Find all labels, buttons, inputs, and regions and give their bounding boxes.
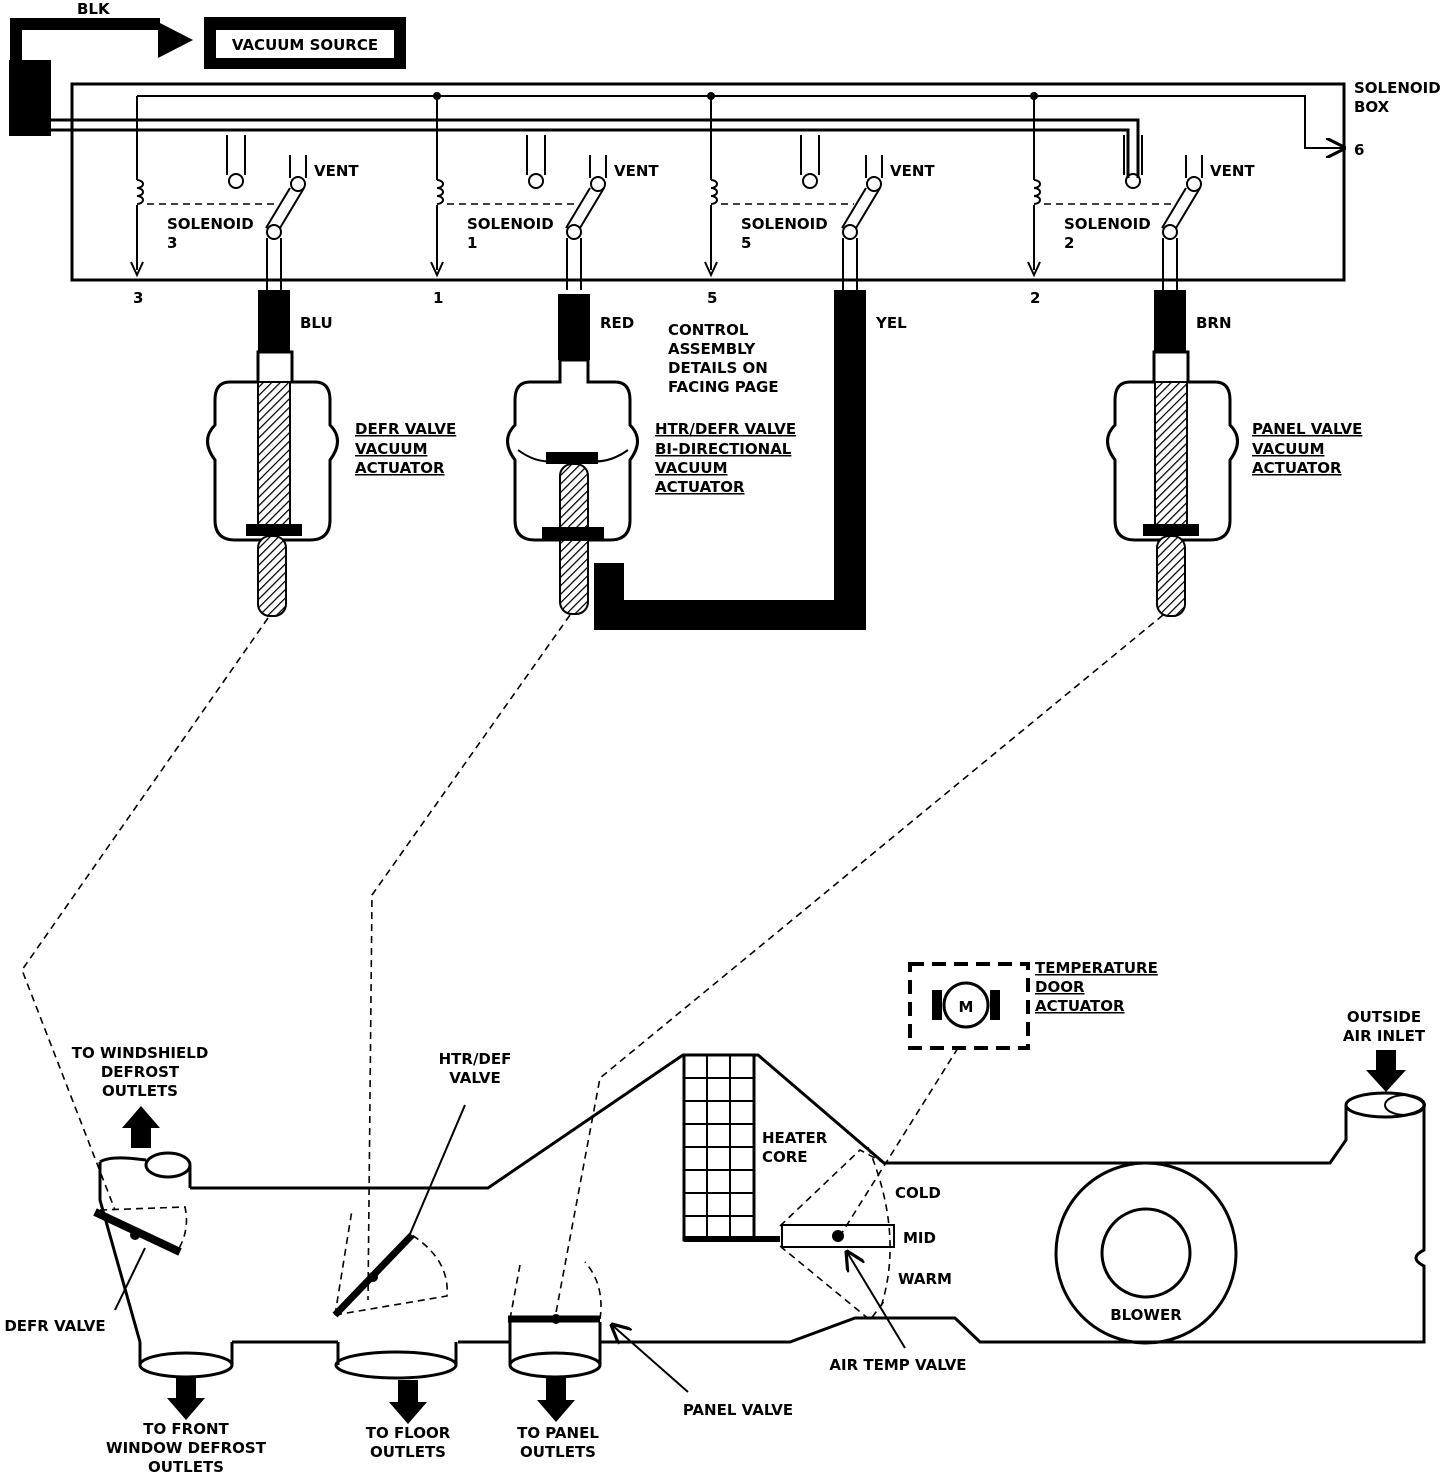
hose-color-label: BLU [300, 314, 333, 332]
floor-outlets-label: OUTLETS [370, 1443, 446, 1461]
htr-def-valve-label: HTR/DEF [439, 1050, 512, 1068]
up-arrow-icon [122, 1106, 160, 1148]
solenoid-number: 1 [467, 234, 477, 252]
blk-hose-drop [9, 60, 51, 136]
vent-label: VENT [1210, 162, 1255, 180]
htr-defr-valve-actuator: HTR/DEFR VALVE BI-DIRECTIONAL VACUUM ACT… [506, 294, 796, 615]
temperature-door-actuator: M TEMPERATURE DOOR ACTUATOR [908, 959, 1158, 1050]
motor-icon: M [959, 998, 974, 1016]
defr-valve-label: DEFR VALVE [4, 1317, 105, 1335]
defr-valve-door [93, 1206, 188, 1256]
panel-actuator-label: PANEL VALVE [1252, 420, 1362, 438]
defr-actuator-label: VACUUM [355, 440, 428, 458]
panel-valve-door [508, 1261, 602, 1324]
down-arrow-icon [537, 1378, 575, 1422]
htr-actuator-label: BI-DIRECTIONAL [655, 440, 792, 458]
panel-outlets-label: TO PANEL [517, 1424, 599, 1442]
hvac-duct [98, 1053, 1426, 1380]
control-note-line: FACING PAGE [668, 378, 779, 396]
pointer-lines [114, 1104, 906, 1393]
vent-label: VENT [314, 162, 359, 180]
down-arrow-icon [389, 1380, 427, 1424]
port-number: 1 [433, 289, 443, 307]
heater-core-label: CORE [762, 1148, 808, 1166]
windshield-label: OUTLETS [102, 1082, 178, 1100]
outside-air-label: OUTSIDE [1347, 1008, 1421, 1026]
mid-label: MID [903, 1229, 936, 1247]
defr-actuator-label: DEFR VALVE [355, 420, 456, 438]
solenoid-number: 2 [1064, 234, 1074, 252]
linkages [21, 614, 1164, 1319]
panel-valve-actuator: PANEL VALVE VACUUM ACTUATOR [1106, 290, 1362, 617]
solenoid-label: SOLENOID [741, 215, 828, 233]
air-temp-valve-door [779, 1146, 895, 1322]
vacuum-source-label: VACUUM SOURCE [232, 36, 378, 54]
yel-hose [594, 290, 866, 630]
cold-label: COLD [895, 1184, 941, 1202]
warm-label: WARM [898, 1270, 952, 1288]
solenoid-label: SOLENOID [467, 215, 554, 233]
htr-def-valve-door [332, 1209, 448, 1318]
solenoid-number: 5 [741, 234, 751, 252]
solenoid-box: SOLENOID BOX 6 [45, 79, 1441, 282]
vent-label: VENT [890, 162, 935, 180]
temp-door-label: TEMPERATURE [1035, 959, 1158, 977]
solenoid-label: SOLENOID [167, 215, 254, 233]
htr-def-valve-label: VALVE [449, 1069, 501, 1087]
panel-valve-label: PANEL VALVE [683, 1401, 793, 1419]
panel-actuator-label: ACTUATOR [1252, 459, 1342, 477]
solenoid-label: SOLENOID [1064, 215, 1151, 233]
solenoid-number: 3 [167, 234, 177, 252]
windshield-label: DEFROST [101, 1063, 180, 1081]
down-arrow-icon [1366, 1050, 1406, 1092]
air-temp-valve-label: AIR TEMP VALVE [829, 1356, 966, 1374]
port-number: 2 [1030, 289, 1040, 307]
solenoid-units: VENTSOLENOID33BLUVENTSOLENOID11REDVENTSO… [130, 96, 1255, 332]
flow-arrows [122, 1050, 1406, 1424]
control-note-line: ASSEMBLY [668, 340, 756, 358]
port-number: 5 [707, 289, 717, 307]
windshield-label: TO WINDSHIELD [72, 1044, 209, 1062]
vacuum-source-group: BLK VACUUM SOURCE [9, 0, 406, 136]
blk-hose [10, 18, 160, 68]
panel-outlets-label: OUTLETS [520, 1443, 596, 1461]
defr-actuator-label: ACTUATOR [355, 459, 445, 477]
blower-label: BLOWER [1110, 1306, 1182, 1324]
control-note-line: DETAILS ON [668, 359, 768, 377]
panel-actuator-label: VACUUM [1252, 440, 1325, 458]
hose-color-label: YEL [875, 314, 907, 332]
hose-color-label: BRN [1196, 314, 1232, 332]
heater-core-label: HEATER [762, 1129, 828, 1147]
floor-outlets-label: TO FLOOR [366, 1424, 451, 1442]
port-6-label: 6 [1354, 141, 1364, 159]
hose-color-label: RED [600, 314, 634, 332]
front-defrost-label: OUTLETS [148, 1458, 224, 1476]
defr-valve-actuator: DEFR VALVE VACUUM ACTUATOR [206, 290, 456, 617]
solenoid-box-label: SOLENOID [1354, 79, 1441, 97]
htr-actuator-label: VACUUM [655, 459, 728, 477]
blk-label: BLK [77, 0, 111, 18]
htr-actuator-label: HTR/DEFR VALVE [655, 420, 796, 438]
vacuum-arrow-icon [158, 22, 193, 58]
duct-labels: OUTSIDE AIR INLET TO WINDSHIELD DEFROST … [4, 1008, 1425, 1476]
down-arrow-icon [167, 1376, 205, 1420]
vent-label: VENT [614, 162, 659, 180]
port-number: 3 [133, 289, 143, 307]
outside-air-label: AIR INLET [1343, 1027, 1426, 1045]
control-assembly-note: CONTROL ASSEMBLY DETAILS ON FACING PAGE [668, 321, 779, 396]
temp-door-label: DOOR [1035, 978, 1085, 996]
solenoid-box-label-2: BOX [1354, 98, 1390, 116]
front-defrost-label: TO FRONT [143, 1420, 229, 1438]
front-defrost-label: WINDOW DEFROST [106, 1439, 267, 1457]
temp-door-label: ACTUATOR [1035, 997, 1125, 1015]
control-note-line: CONTROL [668, 321, 749, 339]
htr-actuator-label: ACTUATOR [655, 478, 745, 496]
